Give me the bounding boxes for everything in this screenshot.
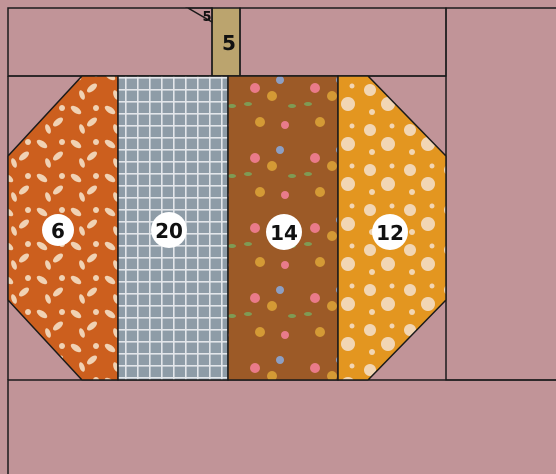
label-stem: 5 (222, 31, 236, 55)
label-stem-small: 5 (202, 10, 211, 25)
label-blue-grid: 20 (155, 219, 183, 243)
label-right-mustard: 12 (376, 221, 404, 245)
label-left-orange: 6 (51, 219, 65, 243)
label-brown-floral: 14 (270, 221, 298, 245)
